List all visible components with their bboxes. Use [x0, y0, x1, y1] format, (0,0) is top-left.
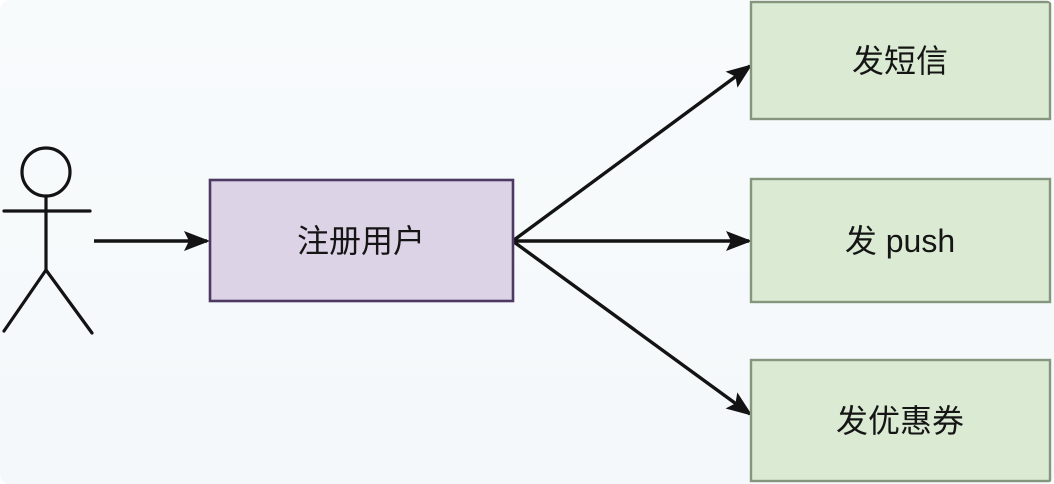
node-send-push: 发 push	[749, 177, 1052, 304]
node-send-push-label: 发 push	[845, 223, 955, 259]
edge-registered-user-to-send-coupon	[512, 240, 753, 416]
node-send-coupon-box	[749, 358, 1052, 483]
node-registered-user-label: 注册用户	[297, 223, 425, 259]
actor-stick-figure	[2, 146, 94, 335]
node-send-sms-box	[749, 0, 1052, 121]
node-registered-user-box	[208, 178, 515, 303]
node-send-push-box	[749, 177, 1052, 304]
node-send-coupon: 发优惠券	[749, 358, 1052, 483]
node-send-coupon-label: 发优惠券	[836, 403, 964, 439]
edge-registered-user-to-send-sms	[512, 64, 753, 242]
node-send-sms: 发短信	[749, 0, 1052, 121]
node-send-sms-label: 发短信	[852, 43, 948, 79]
actor-left-leg	[2, 268, 48, 333]
actor-head	[20, 146, 72, 198]
node-registered-user: 注册用户	[208, 178, 515, 303]
actor-right-leg	[44, 268, 94, 335]
